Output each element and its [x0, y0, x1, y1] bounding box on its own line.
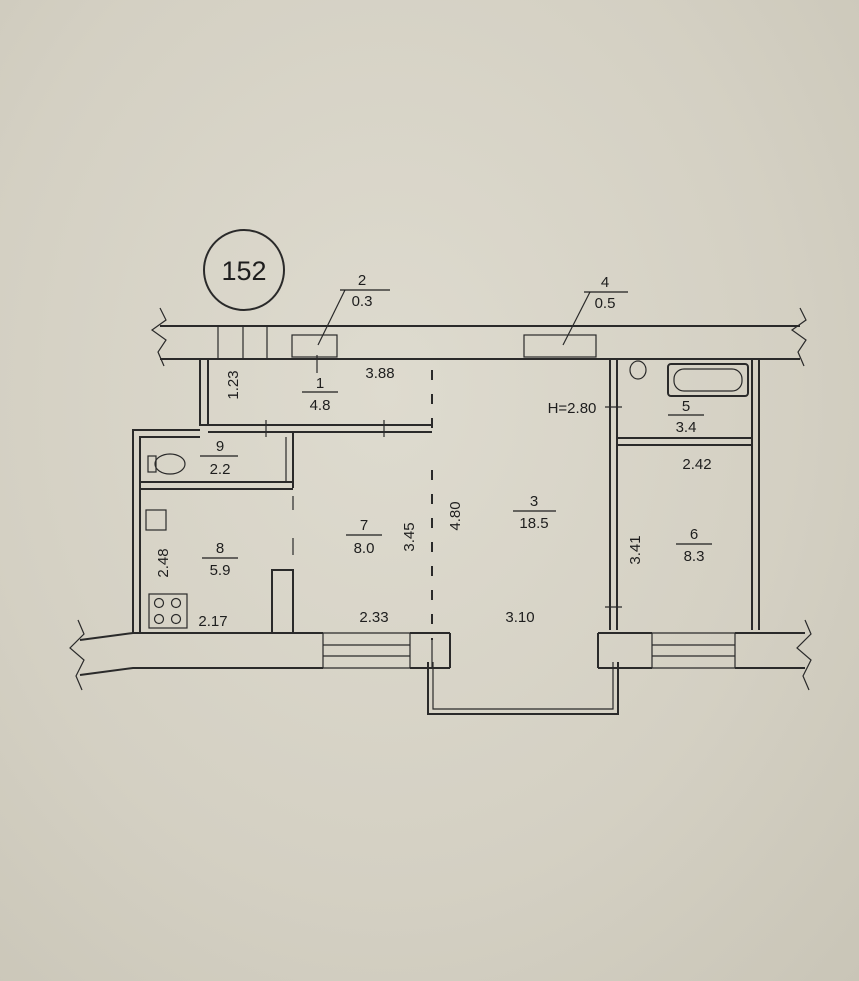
bathtub-icon	[667, 363, 749, 397]
room-1-hallway: 1 4.8	[199, 355, 433, 437]
room-7-area: 8.0	[354, 540, 375, 557]
room-7-number: 7	[360, 517, 368, 534]
room-2-area: 0.3	[352, 293, 373, 310]
room-7-bedroom: 7 8.0	[292, 432, 382, 557]
room-8-area: 5.9	[210, 562, 231, 579]
room-8-kitchen: 8 5.9	[145, 509, 294, 633]
dimension-kitchen-width: 2.17	[198, 613, 227, 630]
room-5-number: 5	[682, 398, 690, 415]
room-2-number: 2	[358, 272, 366, 289]
room-8-number: 8	[216, 540, 224, 557]
apartment-number: 152	[221, 256, 266, 286]
room-6-number: 6	[690, 526, 698, 543]
top-exterior-wall	[150, 307, 807, 367]
room-4-callout: 4 0.5	[562, 274, 628, 346]
dimension-kitchen-depth: 2.48	[155, 548, 172, 577]
room-4-area: 0.5	[595, 295, 616, 312]
room-4-number: 4	[601, 274, 609, 291]
room-6-area: 8.3	[684, 548, 705, 565]
room-9-number: 9	[216, 438, 224, 455]
room-6-bedroom: 6 8.3	[676, 526, 712, 565]
room-3-number: 3	[530, 493, 538, 510]
sink-icon	[629, 360, 647, 380]
dimension-room-6-depth: 3.41	[627, 535, 644, 564]
dimension-living-width: 3.10	[505, 609, 534, 626]
room-5-area: 3.4	[676, 419, 697, 436]
vent-shaft-4	[523, 334, 597, 358]
ceiling-height: H=2.80	[548, 400, 597, 417]
vent-shaft-2	[291, 334, 338, 358]
dimension-hall-length: 3.88	[365, 365, 394, 382]
stove-icon	[148, 593, 188, 629]
room-3-living: 3 18.5 H=2.80	[431, 359, 622, 640]
apartment-number-badge: 152	[203, 229, 285, 311]
toilet-icon	[154, 453, 186, 475]
bottom-exterior-wall	[69, 619, 812, 691]
kitchen-sink-icon	[145, 509, 167, 531]
dimension-room-6-width: 2.42	[682, 456, 711, 473]
balcony	[427, 662, 619, 715]
room-5-bathroom: 5 3.4	[617, 359, 760, 630]
dimension-hall-depth: 1.23	[225, 370, 242, 399]
dimension-labels: 1.23 3.88 4.80 3.45 3.10 2.33 2.17 2.48 …	[155, 365, 712, 630]
dimension-room-7-depth: 3.45	[401, 522, 418, 551]
room-1-area: 4.8	[310, 397, 331, 414]
room-9-area: 2.2	[210, 461, 231, 478]
room-2-callout: 2 0.3	[317, 272, 390, 346]
room-3-area: 18.5	[519, 515, 548, 532]
room-1-number: 1	[316, 375, 324, 392]
apartment-number-circle	[203, 229, 285, 311]
dimension-living-depth: 4.80	[447, 501, 464, 530]
room-9-toilet: 9 2.2	[132, 429, 293, 633]
dimension-room-7-width: 2.33	[359, 609, 388, 626]
